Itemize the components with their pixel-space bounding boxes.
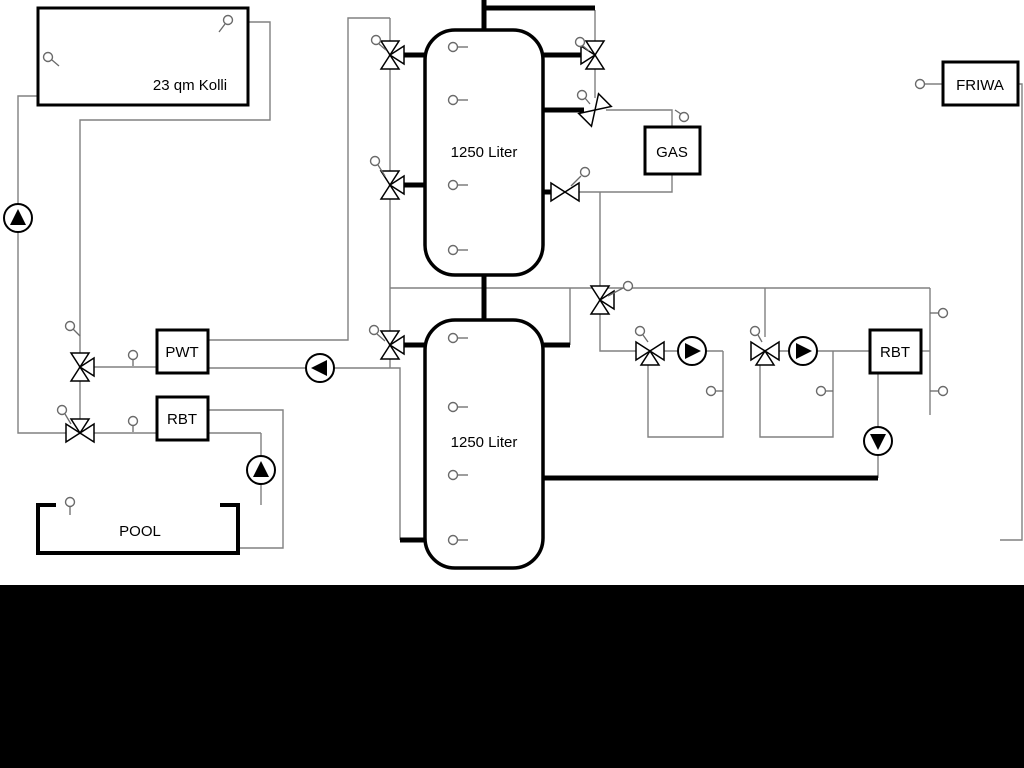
pwt-heat-exchanger	[155, 328, 210, 375]
sensor-stub	[378, 43, 387, 51]
actuator-valve-right-low	[579, 166, 591, 178]
pipe-to-gas	[606, 109, 673, 127]
temp-sensor-pool	[64, 496, 76, 508]
buffer-tank-bottom	[423, 318, 545, 570]
temp-sensor-rbt	[127, 415, 139, 427]
sensor-stub	[218, 23, 226, 33]
temp-sensor-collector	[222, 14, 234, 26]
sensor-stub	[51, 59, 60, 67]
valve-solar-pwt	[70, 352, 95, 382]
temp-sensor-solar-return	[56, 404, 68, 416]
temp-sensor-circuit2	[815, 385, 827, 397]
temp-sensor-collector-left	[42, 51, 54, 63]
gas-boiler	[643, 125, 702, 176]
pool-label: POOL	[119, 523, 161, 540]
rbt-right-label: RBT	[880, 344, 910, 361]
solar-collector	[36, 6, 250, 107]
collector-label: 23 qm Kolli	[153, 77, 227, 94]
sensor-stub	[584, 97, 591, 105]
pipe-pwt-pump-line	[208, 367, 401, 540]
pump-circuit2	[788, 336, 818, 366]
sensor-stub	[757, 334, 763, 343]
actuator-valve-charge-top	[370, 34, 382, 46]
buffer-tank-top	[423, 28, 545, 277]
pipe-pool-supply	[208, 409, 284, 549]
valve-tank1-right-low	[550, 182, 580, 202]
valve-tank1-charge-top	[380, 40, 405, 70]
temp-sensor-tank1-2	[447, 94, 459, 106]
pipe-circuit2-loop	[759, 351, 834, 438]
sensor-stub	[64, 413, 72, 425]
friwa-label: FRIWA	[956, 77, 1004, 94]
temp-sensor-solar-flow	[64, 320, 76, 332]
pump-rbt2	[863, 426, 893, 456]
temp-sensor-tank1-1	[447, 41, 459, 53]
pump-circuit1	[677, 336, 707, 366]
temp-sensor-tank2-2	[447, 401, 459, 413]
pump-charge	[305, 353, 335, 383]
pipe-gas-return	[579, 174, 673, 193]
sensor-stub	[377, 164, 386, 177]
valve-header	[590, 285, 615, 315]
temp-sensor-pwt	[127, 349, 139, 361]
actuator-valve-circuit2	[749, 325, 761, 337]
pipe-collector-flow	[79, 21, 271, 353]
temp-sensor-circuit1	[705, 385, 717, 397]
temp-sensor-bar-bottom	[937, 385, 949, 397]
actuator-valve-gas	[576, 89, 588, 101]
sensor-stub	[582, 45, 590, 52]
sensor-stubs	[51, 23, 938, 541]
rbt-pool-heat-exchanger	[155, 395, 210, 442]
tank-bottom-label: 1250 Liter	[451, 434, 518, 451]
labels: 23 qm Kolli 1250 Liter 1250 Liter PWT RB…	[119, 77, 1004, 540]
temp-sensor-bar-top	[937, 307, 949, 319]
pipe-circuit1-feed	[599, 314, 636, 352]
pwt-label: PWT	[165, 344, 198, 361]
sensor-stub	[674, 109, 682, 115]
rbt-right-heat-exchanger	[868, 328, 923, 375]
schematic-svg: 23 qm Kolli 1250 Liter 1250 Liter PWT RB…	[3, 0, 1023, 570]
thin-pipes	[17, 10, 1023, 549]
pump-solar	[3, 203, 33, 233]
diagram-canvas: 23 qm Kolli 1250 Liter 1250 Liter PWT RB…	[0, 0, 1024, 585]
valve-tank2-charge-top	[380, 330, 405, 360]
temp-sensor-gas-supply	[678, 111, 690, 123]
sensor-stub	[607, 287, 624, 297]
friwa-station	[941, 60, 1020, 107]
temp-sensor-tank2-4	[447, 534, 459, 546]
pipe-pwt-to-manifold-top	[208, 17, 390, 341]
actuator-valve-charge-low	[368, 324, 380, 336]
actuator-valve-charge-mid	[369, 155, 381, 167]
actuator-valve-circuit1	[634, 325, 646, 337]
tank-top-label: 1250 Liter	[451, 144, 518, 161]
pump-pool	[246, 455, 276, 485]
temp-sensor-tank2-3	[447, 469, 459, 481]
valve-circuit1-mixer	[635, 341, 665, 366]
sensor-stub	[570, 175, 582, 187]
gas-label: GAS	[656, 144, 688, 161]
temp-sensor-tank2-1	[447, 332, 459, 344]
black-footer	[0, 585, 1024, 768]
valve-circuit2-mixer	[750, 341, 780, 366]
sensor-stub	[376, 333, 386, 342]
temp-sensor-friwa	[914, 78, 926, 90]
pipe-collector-return	[17, 95, 66, 434]
temp-sensor-tank1-3	[447, 179, 459, 191]
sensor-stub	[72, 328, 81, 337]
pipe-circuit1-loop	[647, 351, 724, 438]
pool-basin	[36, 503, 240, 555]
actuator-valve-right-top	[574, 36, 586, 48]
sensor-stub	[642, 334, 649, 343]
rbt-pool-label: RBT	[167, 411, 197, 428]
actuator-valve-header	[622, 280, 634, 292]
pipe-friwa-return	[1000, 83, 1023, 541]
valve-tank1-right-top	[580, 40, 605, 70]
temp-sensor-tank1-4	[447, 244, 459, 256]
